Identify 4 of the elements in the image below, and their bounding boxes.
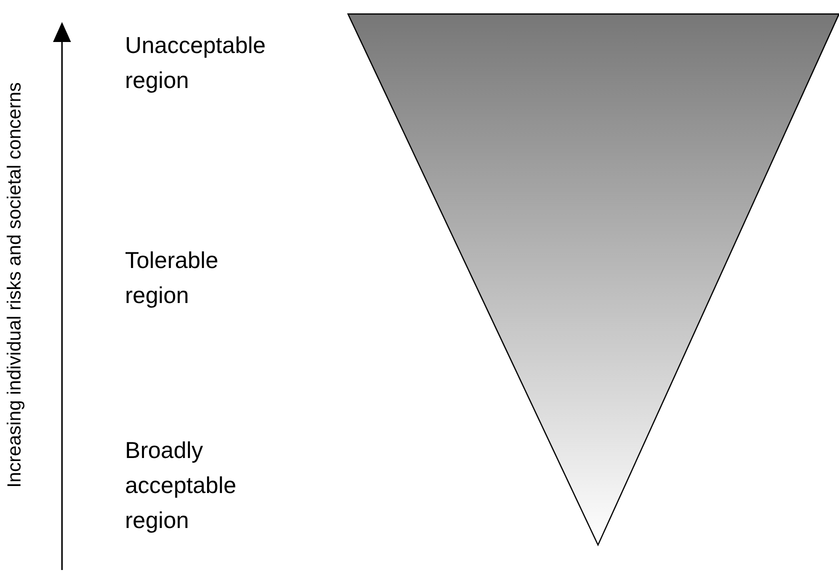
region-label: Tolerable region bbox=[125, 246, 220, 310]
axis-label: Increasing individual risks and societal concerns bbox=[6, 82, 26, 488]
region-label: Unacceptable region bbox=[125, 31, 267, 95]
region-label: Broadly acceptable region bbox=[125, 436, 238, 535]
